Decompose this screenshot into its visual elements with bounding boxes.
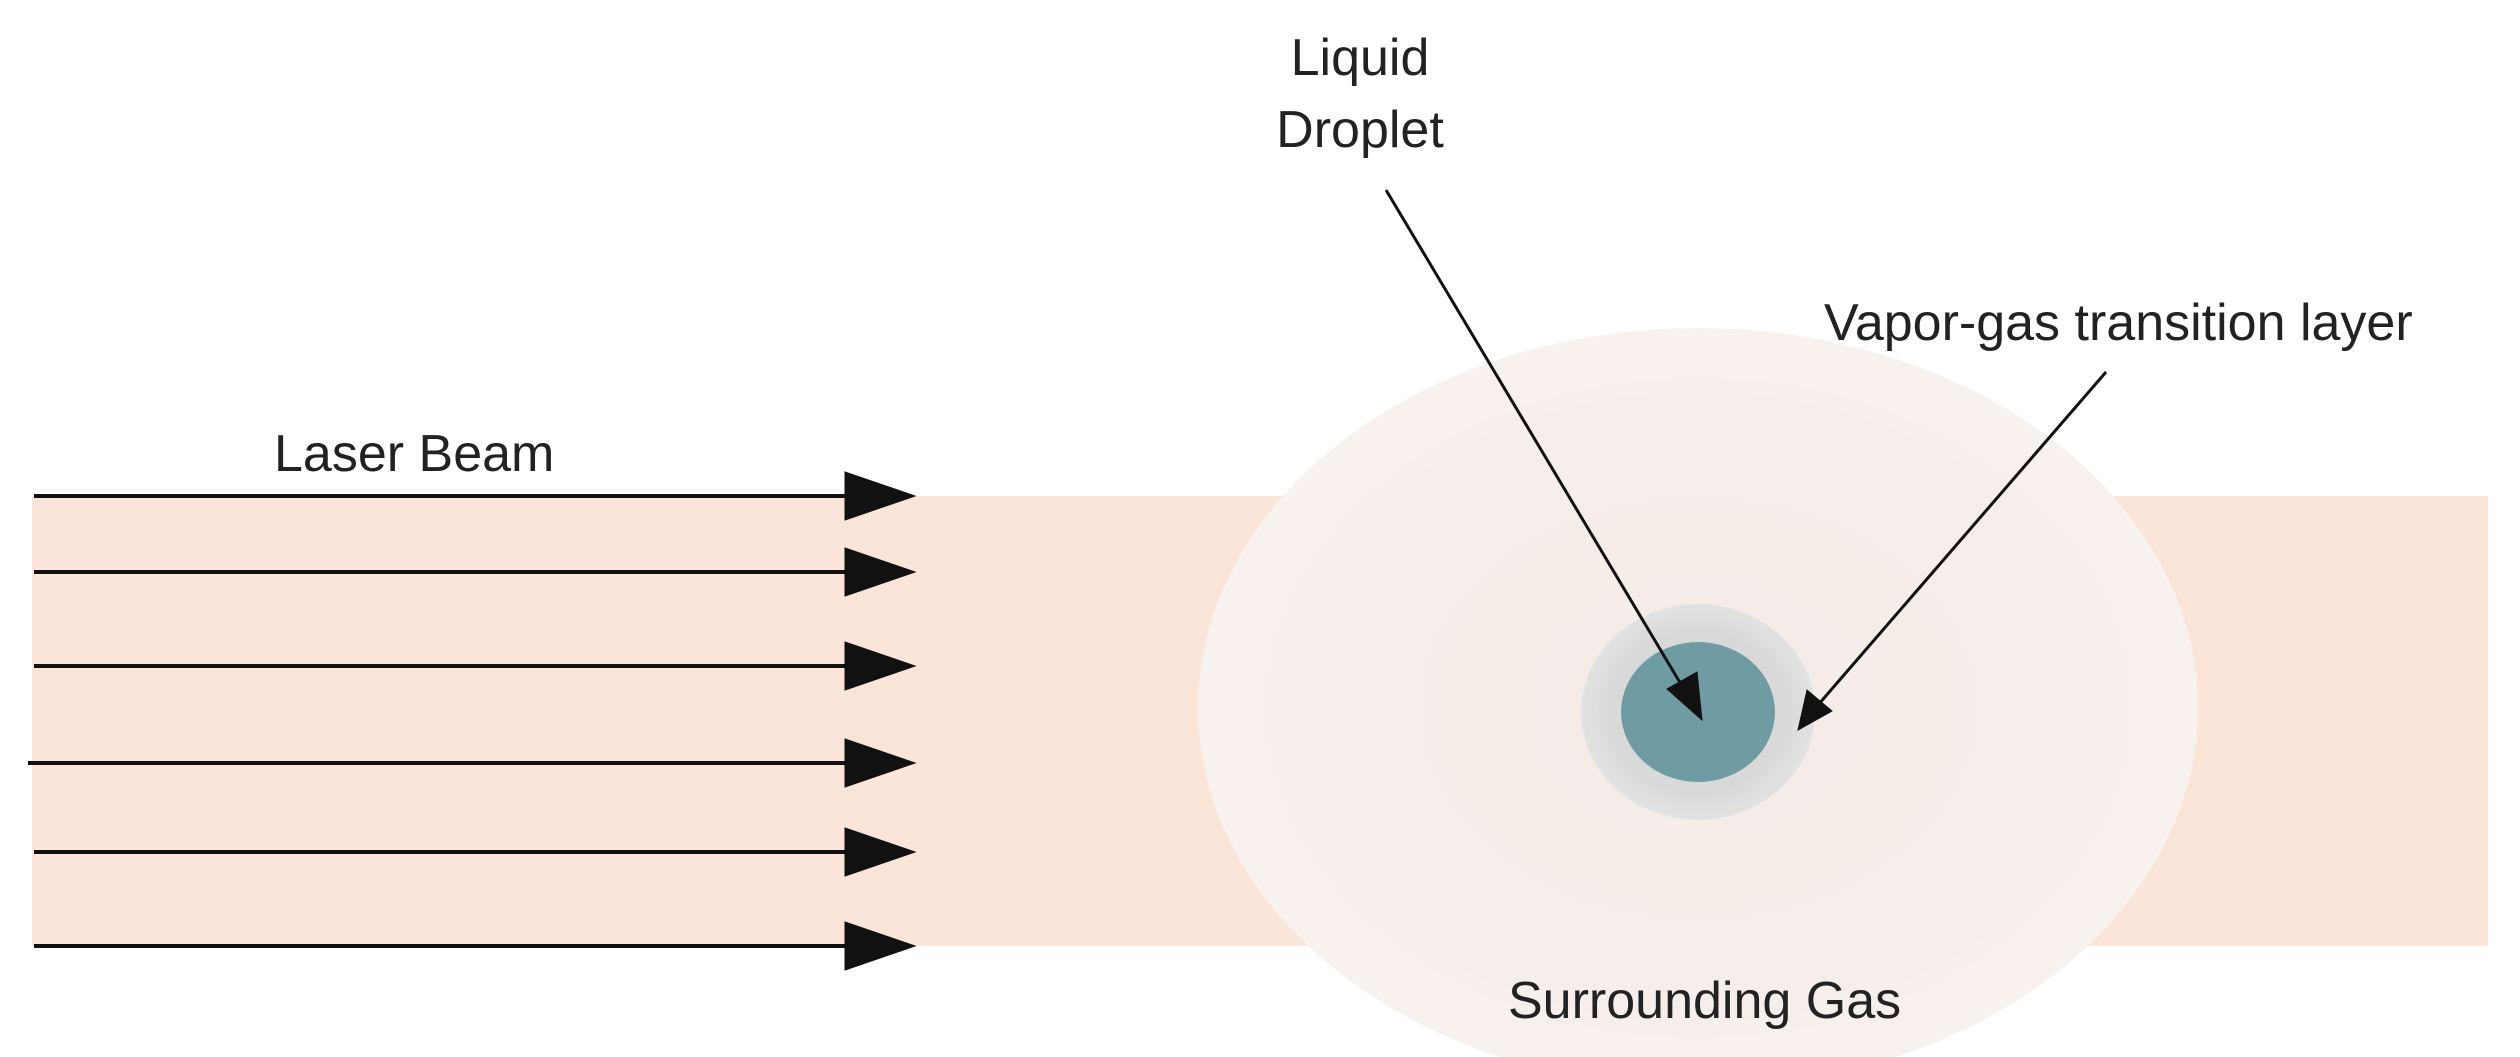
laser-arrow-1 bbox=[34, 471, 917, 521]
laser-arrow-3 bbox=[34, 641, 917, 691]
vapor-gas-transition-label: Vapor-gas transition layer bbox=[1824, 294, 2413, 352]
surrounding-gas-label: Surrounding Gas bbox=[1508, 972, 1902, 1030]
arrow-right-icon bbox=[844, 827, 917, 877]
pointer-arrow-icon bbox=[1797, 689, 1833, 731]
laser-beam-label: Laser Beam bbox=[274, 425, 555, 483]
laser-arrow-6 bbox=[34, 921, 917, 971]
droplet-pointer bbox=[1384, 189, 1703, 722]
transition-layer-pointer bbox=[1797, 371, 2108, 731]
laser-arrow-2 bbox=[34, 547, 917, 597]
pointer-arrow-icon bbox=[1666, 671, 1703, 722]
arrow-right-icon bbox=[844, 921, 917, 971]
laser-arrow-4 bbox=[28, 738, 917, 788]
liquid-droplet-label-line2: Droplet bbox=[1276, 101, 1444, 159]
liquid-droplet-label-line1: Liquid bbox=[1290, 29, 1430, 87]
arrow-right-icon bbox=[844, 641, 917, 691]
arrow-right-icon bbox=[844, 471, 917, 521]
laser-beam-arrows bbox=[28, 471, 917, 971]
arrow-right-icon bbox=[844, 738, 917, 788]
arrow-right-icon bbox=[844, 547, 917, 597]
liquid-droplet-label: Liquid Droplet bbox=[1260, 22, 1460, 166]
laser-arrow-5 bbox=[34, 827, 917, 877]
